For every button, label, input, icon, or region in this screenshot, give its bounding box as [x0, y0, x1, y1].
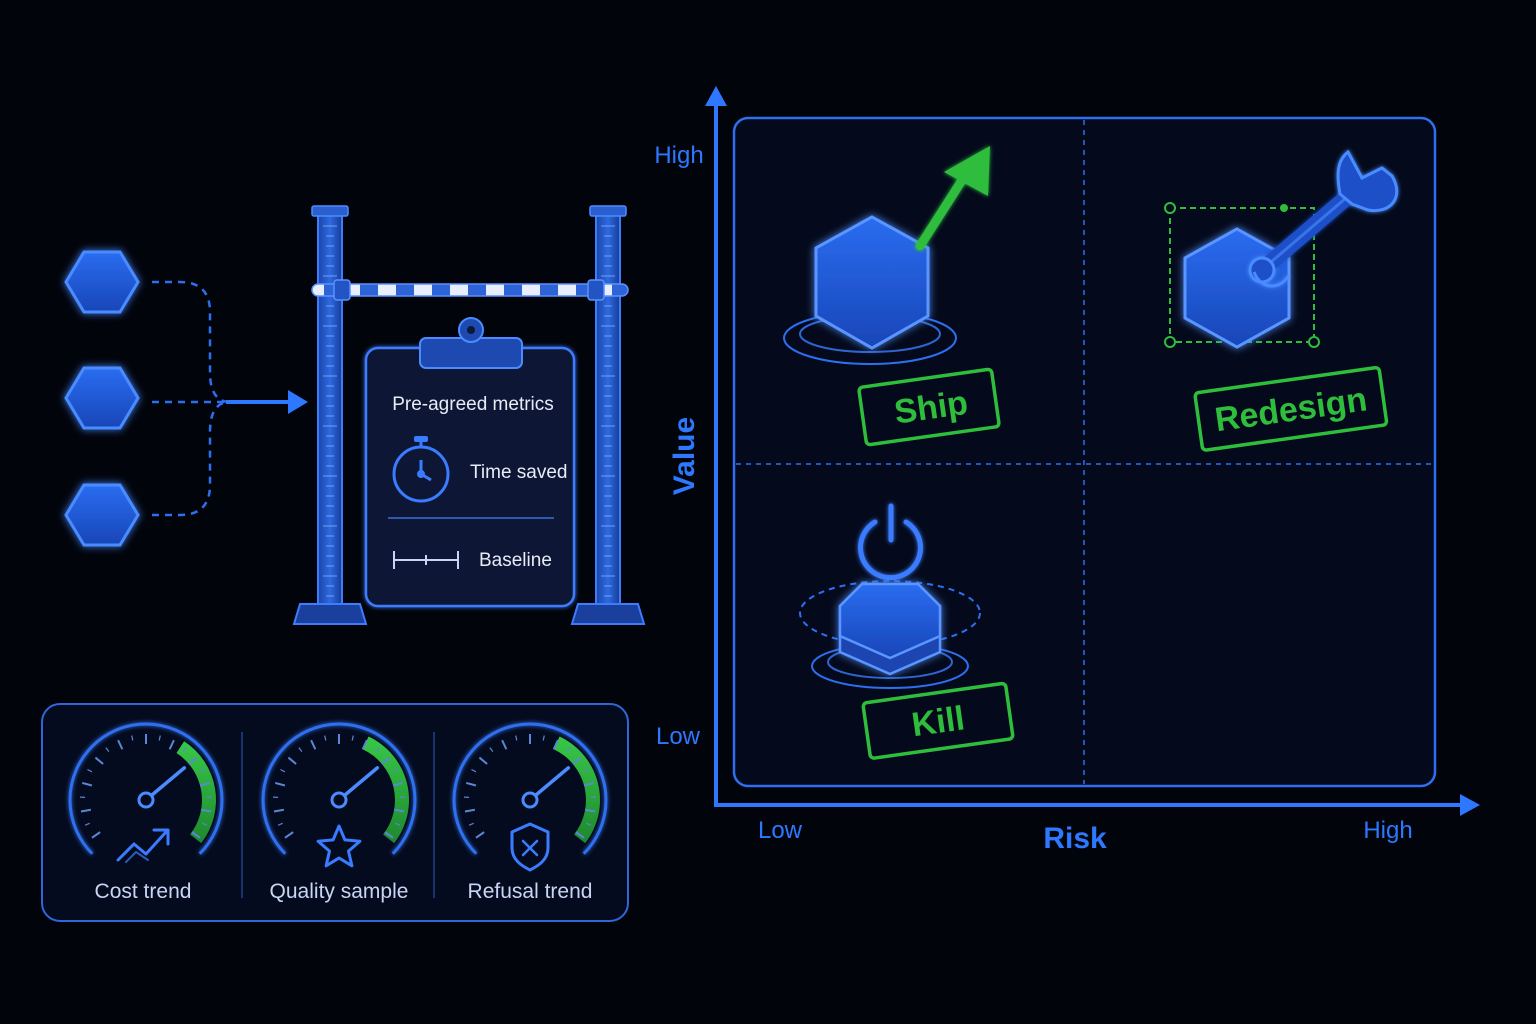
- input-hexagon-1: [64, 250, 140, 314]
- input-hexagons: [64, 250, 140, 547]
- striped-bar: [311, 283, 629, 297]
- kill-quadrant: Kill: [799, 503, 1015, 760]
- x-axis-title: Risk: [1043, 822, 1107, 855]
- monitor-panel: Cost trend Quality sample Refusal trend: [41, 703, 629, 922]
- y-axis-title: Value: [668, 417, 701, 495]
- arrow-up-right-icon: [915, 146, 990, 251]
- ship-stamp: [857, 367, 1001, 447]
- gauge-label-2: Quality sample: [270, 880, 409, 903]
- power-icon: [858, 503, 923, 581]
- wrench-icon: [1248, 149, 1399, 288]
- star-icon: [316, 824, 362, 868]
- ship-quadrant: Ship: [783, 146, 1001, 447]
- time-saved-label: Time saved: [470, 462, 568, 483]
- x-axis-low-label: Low: [758, 817, 803, 844]
- merge-connectors: [152, 280, 231, 517]
- gauge-2: Quality sample: [261, 722, 417, 903]
- value-risk-matrix: High Low Value Low Risk High Ship: [654, 86, 1480, 855]
- clipboard-title: Pre-agreed metrics: [392, 394, 554, 415]
- gauge-label-1: Cost trend: [95, 880, 192, 903]
- x-axis-high-label: High: [1363, 817, 1412, 844]
- kill-label: Kill: [909, 699, 967, 744]
- trend-up-icon: [116, 828, 170, 863]
- y-axis-high-label: High: [654, 142, 703, 169]
- ship-hexagon: [814, 215, 930, 350]
- redesign-stamp: [1193, 365, 1389, 452]
- x-axis: [714, 794, 1480, 816]
- y-axis: [705, 86, 727, 806]
- kill-stamp: [861, 681, 1015, 760]
- input-hexagon-3: [64, 483, 140, 547]
- metrics-clipboard: Pre-agreed metrics Time saved Baseline: [364, 317, 576, 608]
- gauge-label-3: Refusal trend: [468, 880, 593, 903]
- left-post: [317, 211, 343, 613]
- merge-arrow: [226, 390, 308, 414]
- gauge-1: Cost trend: [68, 722, 224, 903]
- baseline-label: Baseline: [479, 550, 552, 571]
- right-post: [595, 211, 621, 613]
- stopwatch-icon: [392, 436, 450, 503]
- ruler-icon: [393, 551, 459, 569]
- shield-x-icon: [510, 822, 550, 872]
- input-hexagon-2: [64, 366, 140, 430]
- evaluation-gate: [292, 205, 646, 625]
- gauge-3: Refusal trend: [452, 722, 608, 903]
- kill-hexagon: [838, 582, 942, 676]
- y-axis-low-label: Low: [656, 723, 701, 750]
